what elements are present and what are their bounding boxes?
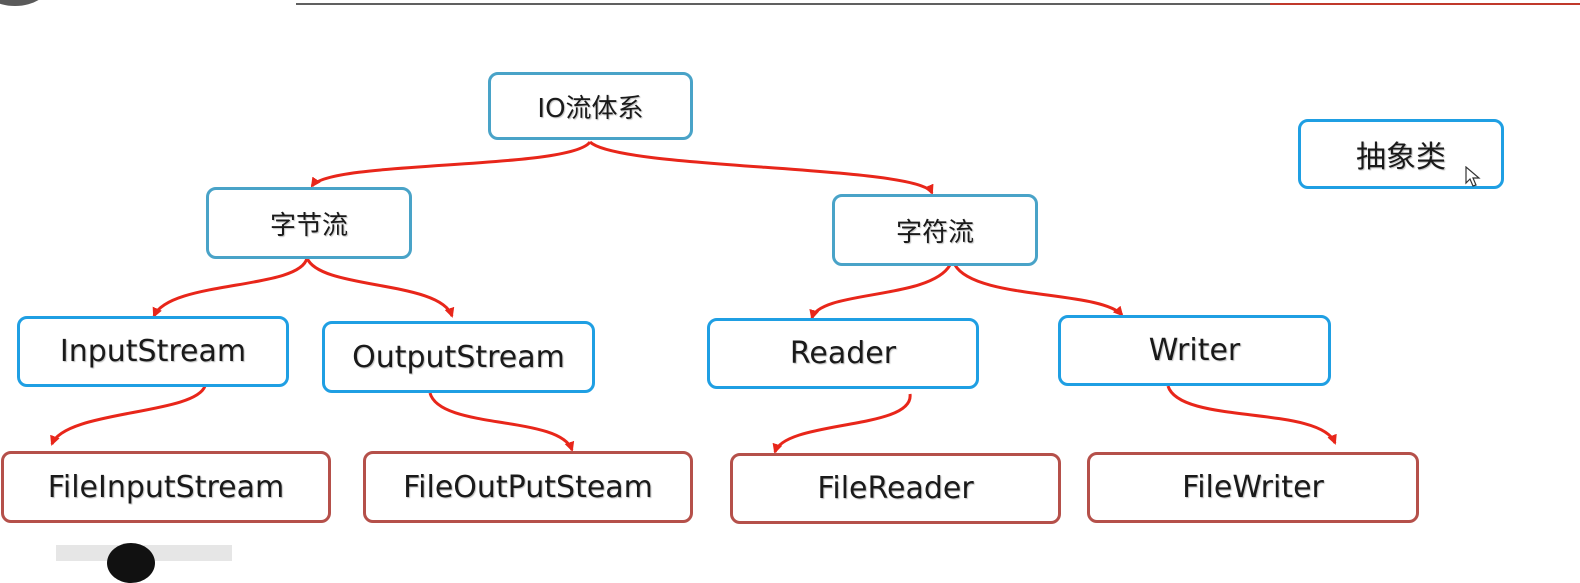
filewriter-node: FileWriter bbox=[1087, 452, 1419, 523]
edge-root-to-char bbox=[588, 140, 934, 195]
outputstream-node: OutputStream bbox=[322, 321, 595, 393]
diagram-edges bbox=[50, 140, 1337, 454]
edge-char-to-writer bbox=[953, 264, 1124, 317]
edge-writer-to-filewriter bbox=[1166, 385, 1337, 445]
reader-node: Reader bbox=[707, 318, 979, 389]
writer-node: Writer bbox=[1058, 315, 1331, 386]
edge-inputstream-to-fileinputstream bbox=[50, 385, 207, 446]
fileoutputstream-node: FileOutPutSteam bbox=[363, 451, 693, 523]
root-node: IO流体系 bbox=[488, 72, 693, 140]
fileinputstream-node: FileInputStream bbox=[1, 451, 331, 523]
bottom-avatar-icon bbox=[107, 543, 155, 583]
edge-byte-to-inputstream bbox=[152, 257, 309, 318]
edge-reader-to-filereader bbox=[772, 393, 912, 454]
byte-stream-node: 字节流 bbox=[206, 187, 412, 259]
top-divider bbox=[296, 3, 1270, 5]
mouse-cursor-icon bbox=[1465, 166, 1481, 187]
edge-byte-to-outputstream bbox=[305, 257, 455, 318]
char-stream-node: 字符流 bbox=[832, 194, 1038, 266]
corner-avatar-fragment bbox=[0, 0, 50, 6]
edge-char-to-reader bbox=[809, 264, 952, 320]
edge-root-to-byte bbox=[310, 140, 592, 188]
filereader-node: FileReader bbox=[730, 453, 1061, 524]
inputstream-node: InputStream bbox=[17, 316, 289, 387]
edge-outputstream-to-fileoutputstream bbox=[428, 392, 575, 452]
top-progress-bar bbox=[1270, 3, 1580, 5]
